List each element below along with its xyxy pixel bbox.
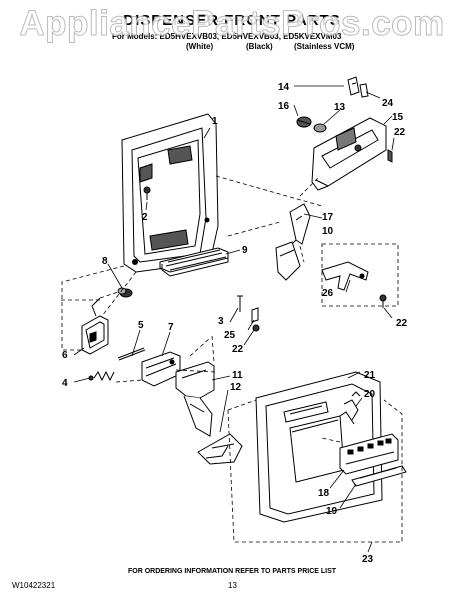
part-front-panel — [255, 371, 383, 523]
document-id: W10422321 — [12, 581, 56, 590]
callout-18: 18 — [318, 488, 330, 499]
callout-1: 1 — [212, 116, 218, 127]
part-paddle-lever — [275, 203, 311, 281]
callout-21: 21 — [364, 370, 376, 381]
callout-8: 8 — [102, 256, 108, 267]
callout-12: 12 — [230, 382, 242, 393]
part-hinge-7 — [141, 351, 181, 387]
part-wiring-harness — [339, 391, 361, 425]
variant-black: (Black) — [246, 42, 273, 51]
variant-white: (White) — [186, 42, 214, 51]
callout-14: 14 — [278, 82, 290, 93]
callout-11: 11 — [232, 370, 243, 381]
part-housing-frame — [121, 113, 219, 273]
callout-20: 20 — [364, 389, 376, 400]
part-spring-4 — [88, 370, 115, 382]
callout-2: 2 — [142, 212, 148, 223]
callout-15: 15 — [392, 112, 404, 123]
callout-22-center: 22 — [232, 344, 244, 355]
part-ice-paddle — [175, 361, 215, 437]
callout-5: 5 — [138, 320, 144, 331]
callout-25: 25 — [224, 330, 236, 341]
part-clip-14 — [347, 76, 369, 98]
model-list: For Models: ED5HVEXVB03, ED5HVEXVB03, ED… — [112, 32, 342, 41]
ordering-note: FOR ORDERING INFORMATION REFER TO PARTS … — [127, 568, 337, 575]
callout-6: 6 — [62, 350, 68, 361]
callout-22-right: 22 — [396, 318, 408, 329]
callout-9: 9 — [242, 245, 248, 256]
part-screw-22b — [252, 324, 260, 332]
variant-stainless: (Stainless VCM) — [294, 42, 355, 51]
callout-23: 23 — [362, 554, 374, 565]
callout-22-top: 22 — [394, 127, 406, 138]
callout-26: 26 — [322, 288, 334, 299]
callout-3: 3 — [218, 316, 224, 327]
part-pin-5 — [117, 347, 146, 361]
part-overlay — [351, 465, 407, 487]
callout-10: 10 — [322, 226, 334, 237]
part-light-housing — [81, 297, 109, 355]
part-lever-26 — [321, 261, 369, 291]
part-screw-2 — [143, 186, 151, 200]
callout-24: 24 — [382, 98, 394, 109]
callout-4: 4 — [62, 378, 68, 389]
part-screw-3 — [237, 295, 243, 312]
callout-13: 13 — [334, 102, 346, 113]
part-lever-bracket — [311, 117, 393, 191]
part-screw-22a — [379, 294, 387, 308]
page-title: DISPENSER FRONT PARTS — [123, 12, 341, 29]
callout-16: 16 — [278, 101, 290, 112]
page-number: 13 — [228, 581, 237, 590]
part-chute-door — [197, 433, 243, 465]
callout-19: 19 — [326, 506, 338, 517]
part-control-board — [339, 433, 399, 475]
callout-7: 7 — [168, 322, 174, 333]
part-plug-8 — [117, 287, 133, 298]
part-drip-tray — [159, 247, 229, 277]
part-actuator-13 — [296, 116, 327, 133]
part-washer-25 — [251, 307, 259, 323]
callout-17: 17 — [322, 212, 334, 223]
watermark: AppliancePartsPros.com — [19, 4, 445, 44]
